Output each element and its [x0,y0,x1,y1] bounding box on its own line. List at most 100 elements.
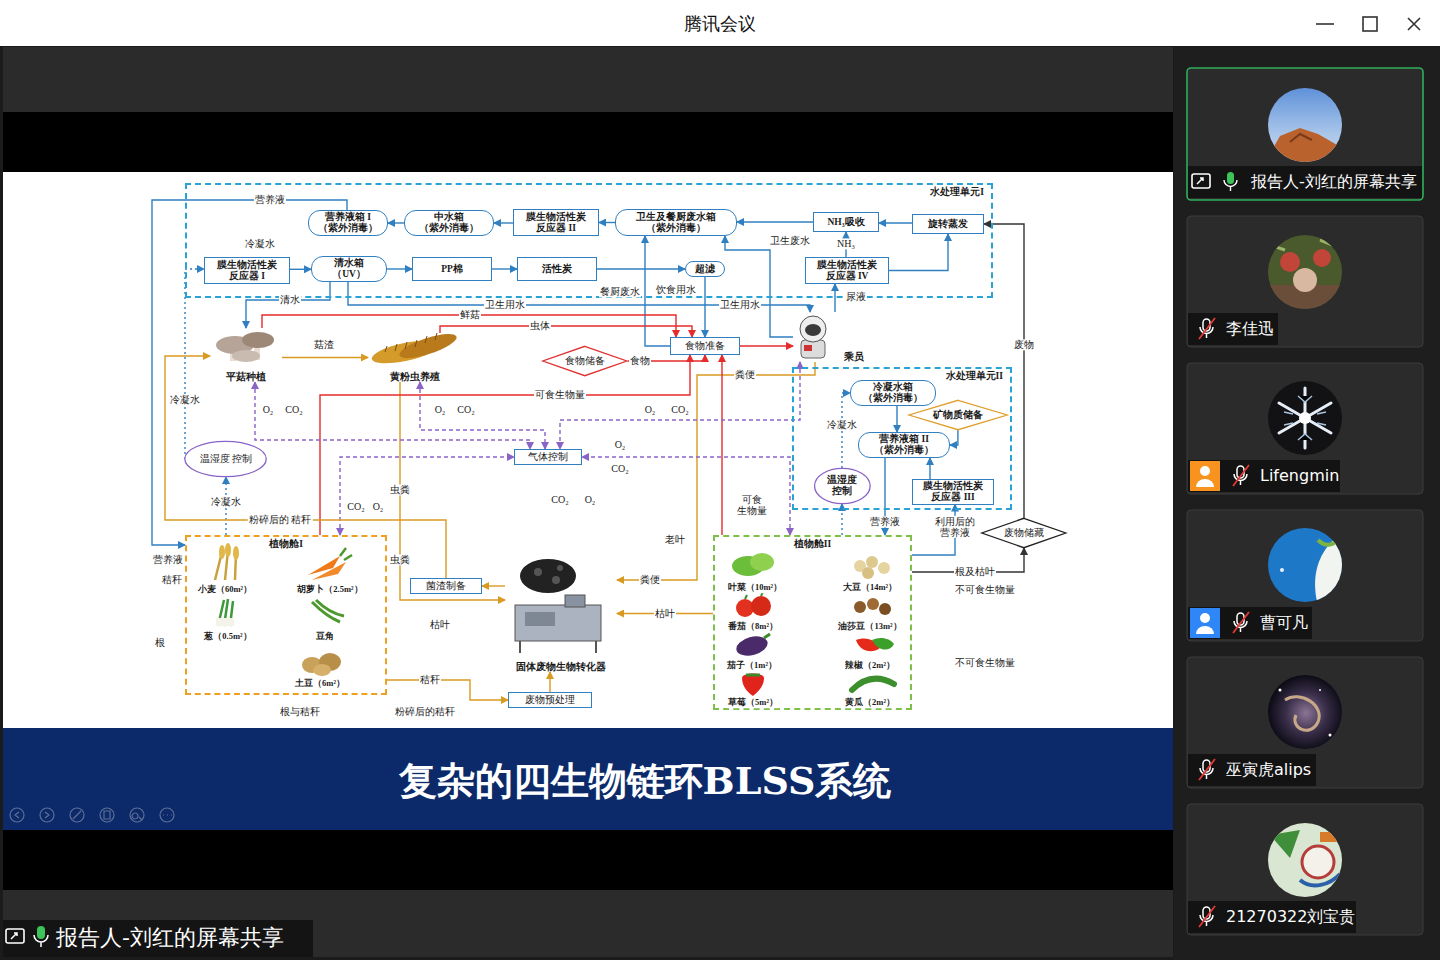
plant-pictures [742,674,764,697]
gas-label: CO₂ [346,501,365,512]
connector [896,406,897,432]
tile-share-icon [1192,172,1237,191]
region-title: 水处理单元I [929,187,985,198]
plant-name: 大豆（14m²） [842,583,898,593]
flow-label: 老叶 [664,534,686,545]
flow-label: 卫生用水 [719,299,761,310]
converter-picture [520,641,596,653]
slide-toolbar [15,811,172,820]
illustration-node: 平菇种植 [210,328,282,382]
node-text: PP棉 [440,264,464,275]
share-icon [6,929,24,943]
slide-ground [3,172,1173,728]
name-bars [1188,166,1422,933]
avatar [1313,249,1331,267]
node-text: 清水箱（UV） [321,258,377,279]
storage-diamond: 废物储藏 [981,518,1067,548]
plant-pictures [215,550,236,580]
edge-label: 卫生废水 [769,235,811,246]
plant-pictures [312,562,346,580]
participant-tiles [1187,216,1423,347]
plant-pictures [734,633,770,659]
role-badge [1190,461,1220,491]
connector [704,277,705,337]
connector [420,382,545,449]
letterbox-band [3,112,1173,172]
share-icon [6,929,24,943]
edge-label: 鲜菇 [459,309,481,320]
slide-toolbar [40,808,54,822]
node-text: 固体废物生物转化器 [515,661,607,672]
plant-name: 辣椒（2m²） [844,661,896,671]
connector [482,585,505,586]
edge-label: 虫体 [529,320,551,331]
connector [387,680,508,700]
avatar [1284,396,1326,440]
edge-label: 冷凝水 [826,419,858,430]
process-box: 膜生物活性炭 反应器 II [513,209,599,236]
participant-panel [1174,47,1440,960]
avatar [1266,673,1346,753]
edge-label: NH₃ [836,238,856,249]
edge-label: 秸秆 [419,674,441,685]
plant-pictures [764,634,770,638]
plant-pictures [879,603,891,615]
gas-label: O₂ [434,404,447,415]
avatar [1290,134,1312,142]
tank-box: 营养液箱 I （紫外消毒） [308,210,388,236]
converter-picture [520,559,576,593]
avatar [1284,396,1326,440]
edge-label: 可食生物量 [534,389,586,400]
connector [440,326,692,337]
converter-picture [515,559,601,653]
name-bars [1188,754,1316,786]
node-text: 膜生物活性炭 反应器 IV [815,260,879,281]
plant-pictures [867,598,879,610]
node-text: 膜生物活性炭 反应器 II [523,212,589,233]
mealworm-picture [370,329,459,368]
avatar [1279,388,1331,448]
flow-label: 不可食生物量 [954,584,1016,595]
region-frame: 水处理单元I 营养液箱 I （紫外消毒） 中水箱 （紫外消毒） 膜生物活性炭 反应器 … [185,183,993,298]
avatar [1285,697,1319,730]
process-box: 菌渣制备 [410,578,482,594]
plant-name: 番茄（8m²） [727,622,779,632]
role-badge [1200,613,1210,623]
illustration-node: 固体废物生物转化器 [505,555,617,672]
muted-mic-icon [1199,318,1249,927]
gas-label: O₂ [614,439,627,450]
connector [320,355,690,535]
converter-picture [557,565,563,571]
plant-pictures [854,601,866,613]
flow-label: 秸秆 [161,574,183,585]
participant-tiles [1187,363,1423,494]
connector [388,222,404,223]
participant-name: 曹可凡 [1259,613,1309,632]
avatar [1299,412,1311,424]
converter-picture [525,612,555,626]
flow-label: 冷凝水 [244,238,276,249]
connector [582,457,790,535]
flow-label: 粪便 [639,574,661,585]
node-text: 旋转蒸发 [927,219,969,230]
tank-box: 超滤 [685,261,725,277]
astronaut-picture [805,324,821,336]
node-text: 卫生及餐厨废水箱 （紫外消毒） [625,212,727,233]
avatar [1293,268,1317,292]
plant-pictures [750,553,774,571]
node-text: 膜生物活性炭 反应器 III [922,481,984,502]
node-text: 营养液箱 I （紫外消毒） [317,212,379,233]
mic-icon [34,926,48,947]
plant-pictures [751,596,771,616]
astronaut-picture [801,340,825,358]
tank-box: 中水箱 （紫外消毒） [404,210,494,236]
participant-name: 李佳迅 [1225,319,1275,338]
diamond-outline [543,346,627,375]
edge-label: 饮食用水 [655,284,697,295]
plant-name: 小麦（60m²） [197,585,253,595]
plant-pictures [878,562,890,574]
slide-toolbar [100,808,114,822]
avatar [1318,538,1340,545]
